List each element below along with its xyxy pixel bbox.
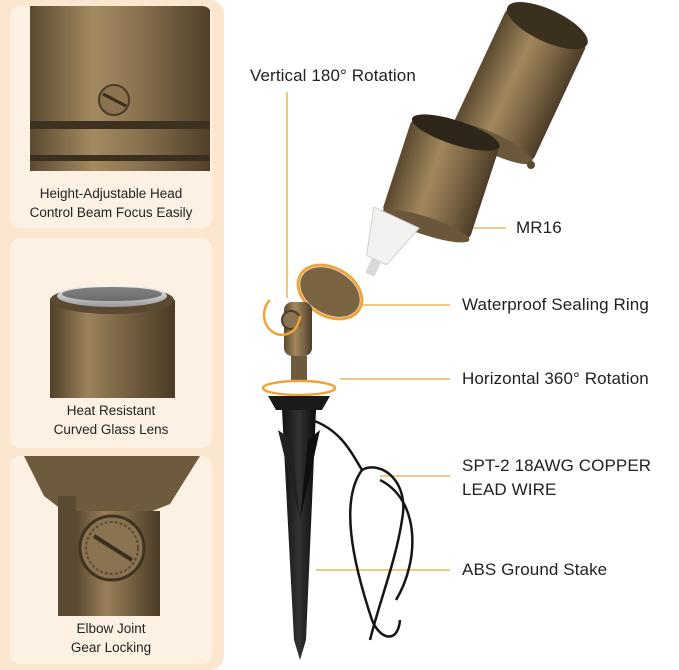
feature-card-height-adjustable: Height-Adjustable Head Control Beam Focu… xyxy=(10,6,212,228)
feature-caption: Elbow Joint Gear Locking xyxy=(70,621,152,655)
feature-card-elbow-joint: Elbow Joint Gear Locking xyxy=(10,456,212,664)
feature-card-glass-lens: Heat Resistant Curved Glass Lens xyxy=(10,238,212,448)
callout-mr16: MR16 xyxy=(516,218,562,237)
exploded-product-diagram xyxy=(261,2,588,660)
brass-head-closeup-icon xyxy=(30,6,210,171)
ground-stake-icon xyxy=(268,396,330,660)
callout-horizontal-rotation: Horizontal 360° Rotation xyxy=(462,369,649,388)
callout-vertical-rotation: Vertical 180° Rotation xyxy=(250,66,416,85)
feature-panel: Height-Adjustable Head Control Beam Focu… xyxy=(0,0,224,670)
horizontal-rotation-arrow-icon xyxy=(261,379,337,397)
callout-lead-wire: SPT-2 18AWG COPPER LEAD WIRE xyxy=(462,456,652,499)
elbow-joint-closeup-icon xyxy=(24,456,200,616)
callout-sealing-ring: Waterproof Sealing Ring xyxy=(462,295,649,314)
feature-caption: Height-Adjustable Head Control Beam Focu… xyxy=(29,186,193,220)
glass-lens-closeup-icon xyxy=(50,285,175,398)
elbow-swivel-icon xyxy=(281,263,364,356)
lead-wire-icon xyxy=(311,418,414,641)
feature-caption: Heat Resistant Curved Glass Lens xyxy=(53,403,169,437)
vertical-rotation-arrow-icon xyxy=(262,299,302,337)
mr16-bulb-icon xyxy=(365,206,420,277)
callout-ground-stake: ABS Ground Stake xyxy=(462,560,608,579)
light-body-icon xyxy=(381,114,500,243)
